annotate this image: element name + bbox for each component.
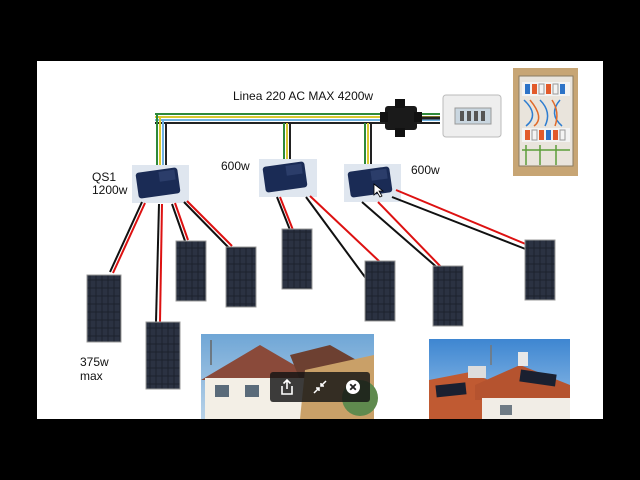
inverter-qs1-power: 1200w: [92, 183, 128, 197]
solar-panel: [175, 240, 207, 302]
inverter-3-power: 600w: [411, 163, 440, 177]
panel-max-note: 375w max: [80, 355, 109, 383]
solar-panel: [281, 228, 313, 290]
share-icon[interactable]: [275, 375, 299, 399]
solar-panel: [225, 246, 257, 308]
solar-panel: [86, 274, 122, 343]
ac-line-label: Linea 220 AC MAX 4200w: [233, 89, 374, 103]
distribution-panel: [513, 68, 578, 176]
collapse-icon[interactable]: [308, 375, 332, 399]
ac-bus-line: [155, 113, 440, 165]
dc-cables: [109, 189, 529, 323]
solar-panel: [364, 260, 396, 322]
close-icon[interactable]: [341, 375, 365, 399]
house-photo-right: [429, 339, 570, 419]
solar-panel: [432, 265, 464, 327]
solar-panels: [86, 228, 556, 390]
microinverter-qs1: [132, 165, 189, 203]
solar-panel: [524, 239, 556, 301]
solar-panel: [145, 321, 181, 390]
ac-breaker-box: [442, 94, 502, 138]
mouse-cursor: [373, 183, 385, 198]
junction-box: [380, 99, 422, 137]
player-controls: [270, 372, 370, 402]
microinverter-2: [259, 159, 317, 197]
inverter-2-power: 600w: [221, 159, 250, 173]
inverter-qs1-name: QS1: [92, 170, 117, 184]
